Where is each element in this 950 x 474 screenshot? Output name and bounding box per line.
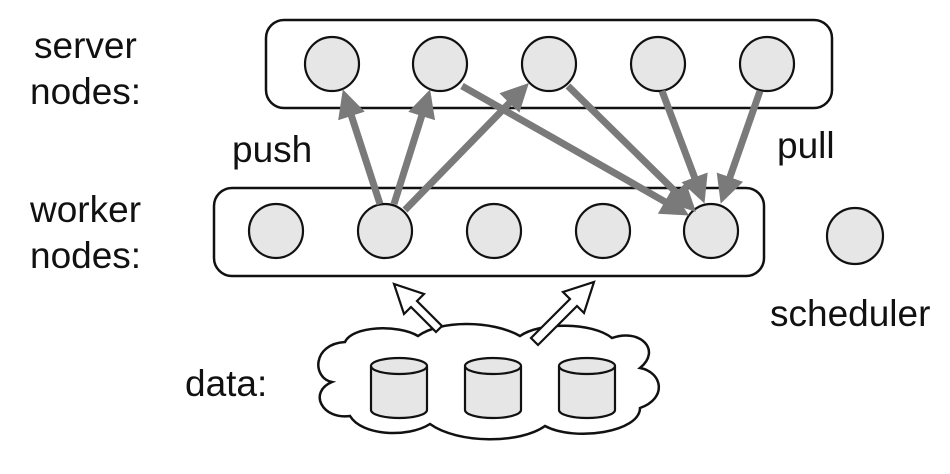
server-nodes-label-line1: server [34, 25, 137, 66]
server-node [520, 35, 578, 93]
scheduler-node [825, 206, 885, 266]
server-node [629, 35, 687, 93]
push-arrow [390, 89, 436, 206]
server-nodes-label-line2: nodes: [30, 71, 142, 112]
worker-node [247, 202, 305, 260]
data-input-arrow [529, 280, 596, 347]
server-nodes-group [264, 18, 834, 110]
worker-node [465, 202, 523, 260]
data-input-arrow [392, 282, 444, 334]
pull-arrow [565, 83, 696, 212]
pull-arrow [658, 89, 708, 204]
pull-arrow [716, 89, 764, 204]
worker-node [574, 202, 632, 260]
worker-nodes-label-line2: nodes: [30, 235, 142, 276]
server-node [411, 35, 469, 93]
data-label: data: [185, 363, 268, 404]
storage-cylinder [369, 356, 429, 420]
storage-cylinder [557, 356, 617, 420]
worker-node [682, 202, 740, 260]
data-cloud [317, 322, 661, 441]
worker-nodes-group [212, 186, 766, 278]
pull-label: pull [777, 125, 835, 166]
scheduler-label: scheduler [770, 293, 931, 334]
push-label: push [232, 129, 313, 170]
server-node [303, 35, 361, 93]
worker-nodes-label-line1: worker [30, 189, 142, 230]
worker-node [356, 202, 414, 260]
pull-arrows [460, 82, 764, 216]
storage-cylinder [463, 356, 523, 420]
server-node [738, 35, 796, 93]
push-arrow [338, 89, 384, 206]
pull-arrow [460, 82, 690, 216]
